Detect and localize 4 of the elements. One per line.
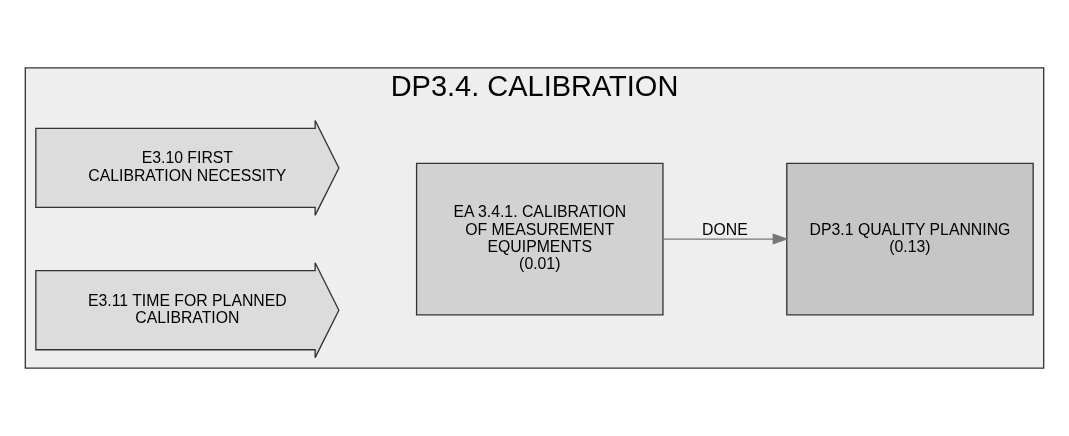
arrow	[662, 233, 789, 245]
node-box: EA 3.4.1. CALIBRATION OF MEASUREMENT EQUIPMENTS (0.01)	[415, 162, 664, 316]
node-box: DP3.1 QUALITY PLANNING (0.13)	[786, 162, 1034, 316]
edge-label: DONE	[702, 220, 748, 238]
